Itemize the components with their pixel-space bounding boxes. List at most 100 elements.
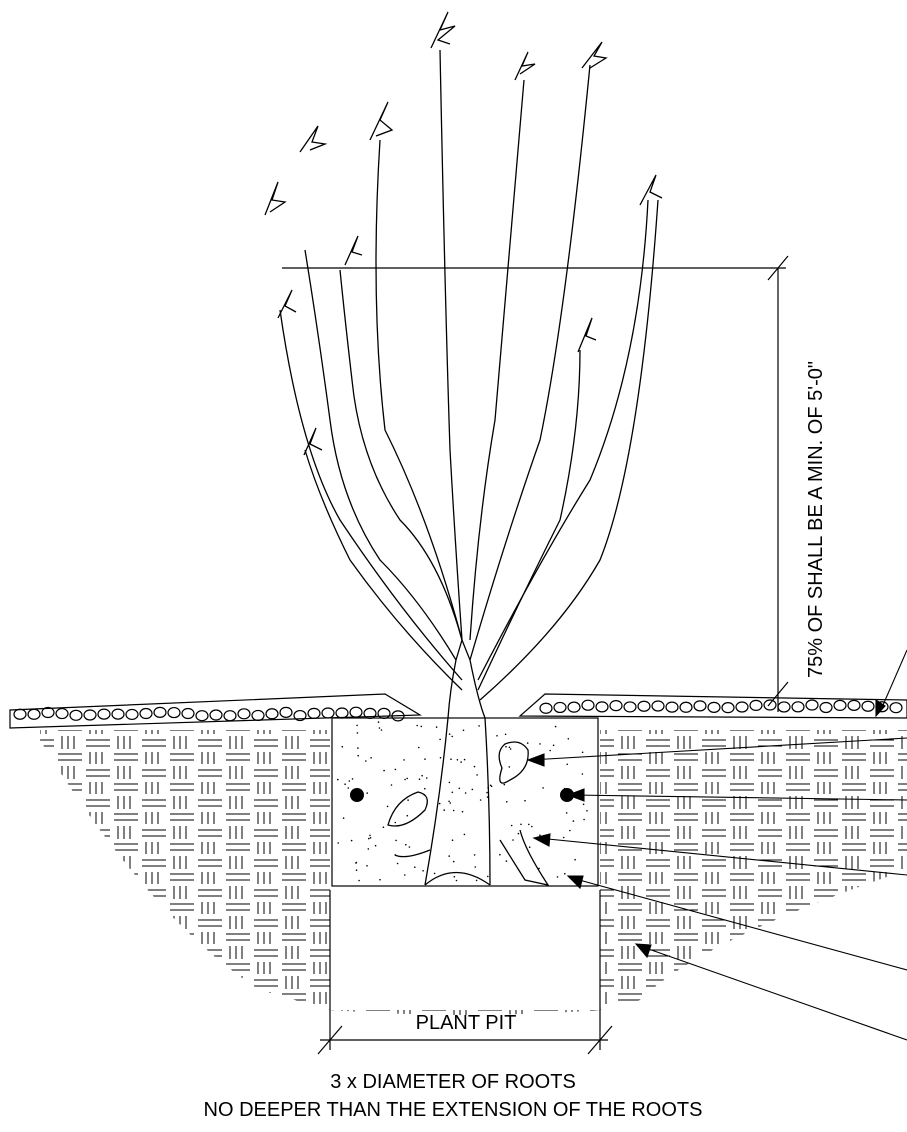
backfill-stipple xyxy=(586,810,588,812)
backfill-stipple xyxy=(439,756,442,759)
backfill-stipple xyxy=(405,843,407,846)
backfill-stipple xyxy=(450,758,452,760)
backfill-stipple xyxy=(448,800,450,803)
backfill-stipple xyxy=(452,860,455,863)
backfill-stipple xyxy=(581,751,584,754)
backfill-stipple xyxy=(526,742,529,744)
mulch-stone xyxy=(735,701,749,713)
mulch-stone xyxy=(181,707,195,720)
backfill-stipple xyxy=(479,799,482,801)
plant-pit-label: PLANT PIT xyxy=(416,1012,517,1034)
backfill-stipple xyxy=(524,799,526,802)
mulch-stone xyxy=(749,699,763,711)
backfill-stipple xyxy=(448,781,451,784)
backfill-stipple xyxy=(390,784,393,786)
backfill-stipple xyxy=(404,874,406,876)
mulch-stone xyxy=(609,700,623,712)
mulch-layer xyxy=(9,693,907,729)
backfill-stipple xyxy=(448,733,451,735)
backfill-stipple xyxy=(448,855,451,857)
backfill-stipple xyxy=(435,726,438,728)
backfill-stipple xyxy=(554,725,557,728)
backfill-stipple xyxy=(439,738,441,741)
backfill-stipple xyxy=(565,812,568,814)
mulch-stone xyxy=(651,700,665,712)
backfill-stipple xyxy=(562,836,565,839)
backfill-stipple xyxy=(473,854,476,856)
backfill-stipple xyxy=(539,743,541,745)
mulch-stone xyxy=(335,707,349,719)
mulch-stone xyxy=(167,706,181,719)
mulch-stone xyxy=(237,708,251,720)
backfill-stipple xyxy=(433,872,436,875)
mulch-stone xyxy=(595,701,609,713)
mulch-stone xyxy=(251,709,265,722)
height-dimension xyxy=(282,255,789,712)
mulch-stone xyxy=(377,707,391,719)
mulch-stone xyxy=(889,702,903,714)
backfill-stipple xyxy=(350,839,353,842)
backfill-stipple xyxy=(496,735,498,737)
backfill-stipple xyxy=(474,866,477,868)
backfill-stipple xyxy=(489,784,492,787)
backfill-stipple xyxy=(556,876,559,878)
backfill-stipple xyxy=(424,787,426,790)
backfill-stipple xyxy=(403,759,405,761)
backfill-stipple xyxy=(374,844,377,847)
backfill-stipple xyxy=(510,824,513,827)
backfill-stipple xyxy=(356,732,359,734)
backfill-stipple xyxy=(531,825,533,828)
backfill-stipple xyxy=(538,867,540,870)
backfill-stipple xyxy=(583,818,585,821)
mulch-stone xyxy=(223,710,237,722)
backfill-stipple xyxy=(377,721,380,723)
shrub xyxy=(264,11,663,886)
mulch-stone xyxy=(209,709,223,721)
mulch-stone xyxy=(279,706,293,718)
mulch-stone xyxy=(721,702,735,714)
mulch-stone xyxy=(861,700,875,712)
backfill-stipple xyxy=(394,768,397,771)
backfill-stipple xyxy=(460,761,462,763)
mulch-stone xyxy=(265,708,279,720)
backfill-stipple xyxy=(475,879,478,882)
backfill-stipple xyxy=(366,792,369,794)
backfill-stipple xyxy=(451,735,454,738)
backfill-stipple xyxy=(407,799,409,801)
backfill-stipple xyxy=(582,803,585,806)
backfill-stipple xyxy=(499,853,501,856)
mulch-stone xyxy=(139,707,153,720)
backfill-stipple xyxy=(464,792,467,794)
backfill-stipple xyxy=(451,791,454,794)
mulch-stone xyxy=(679,701,693,713)
backfill-stipple xyxy=(357,747,359,749)
backfill-stipple xyxy=(424,758,426,760)
backfill-stipple xyxy=(443,809,446,811)
mulch-stone xyxy=(847,699,861,711)
backfill-stipple xyxy=(418,778,421,780)
mulch-stone xyxy=(665,701,679,713)
backfill-stipple xyxy=(486,791,488,794)
backfill-stipple xyxy=(383,769,385,772)
backfill-stipple xyxy=(344,783,346,785)
backfill-stipple xyxy=(455,879,458,882)
mulch-stone xyxy=(553,701,567,714)
backfill-stipple xyxy=(367,848,370,850)
backfill-stipple xyxy=(574,858,576,861)
mulch-stone xyxy=(833,699,847,711)
mulch-stone xyxy=(581,699,595,711)
mulch-stone xyxy=(349,706,363,718)
backfill-stipple xyxy=(473,765,476,768)
backfill-stipple xyxy=(569,829,571,832)
backfill-stipple xyxy=(463,758,466,761)
mulch-stone xyxy=(391,710,405,722)
mulch-stone xyxy=(805,699,819,711)
backfill-stipple xyxy=(355,862,357,864)
mulch-stone xyxy=(83,709,97,721)
backfill-stipple xyxy=(572,820,575,822)
backfill-stipple xyxy=(503,783,506,786)
backfill-stipple xyxy=(490,785,493,788)
mulch-stone xyxy=(27,708,41,720)
backfill-stipple xyxy=(351,778,354,780)
backfill-stipple xyxy=(508,746,511,749)
